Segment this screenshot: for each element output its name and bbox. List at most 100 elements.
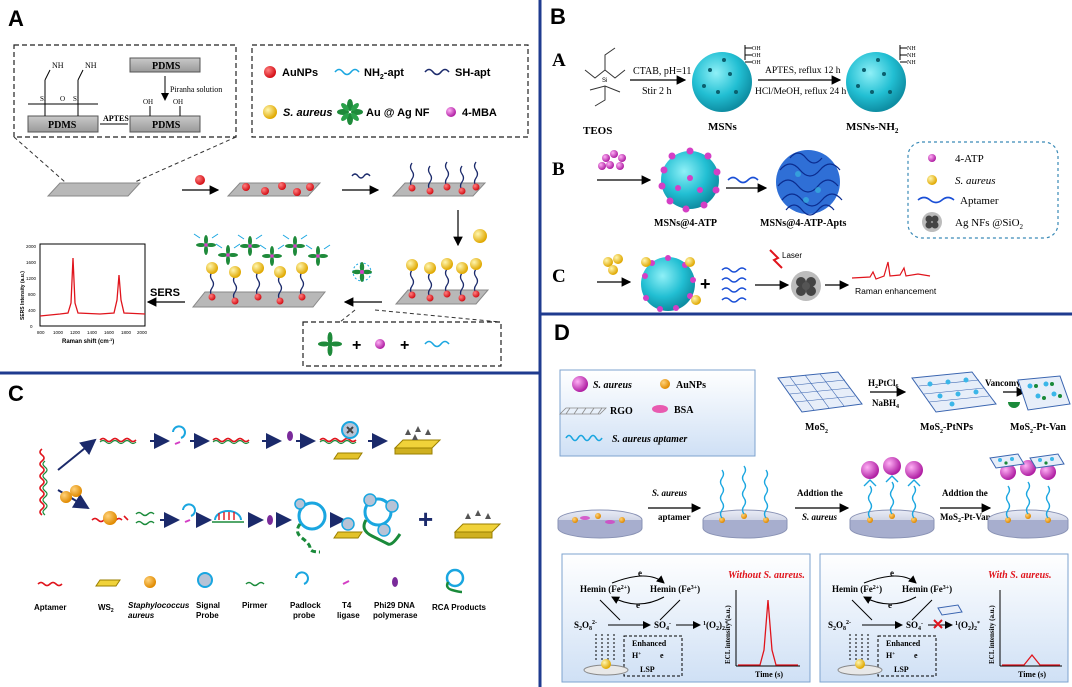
nf-mix-icon xyxy=(318,332,342,356)
s-aureus-cluster xyxy=(603,254,623,275)
cond2-bottom: HCl/MeOH, reflux 24 h xyxy=(755,86,847,97)
step1-bottom: aptamer xyxy=(658,512,691,522)
si-label-left: Si xyxy=(40,95,46,103)
row-c-letter: C xyxy=(552,266,566,287)
electrode-3 xyxy=(849,457,935,539)
s2o8-right: S2O82- xyxy=(828,620,851,632)
mos2-ptnps-label: MoS2-PtNPs xyxy=(920,422,973,435)
xtick-2000: 2000 xyxy=(137,330,148,335)
ytick-2000: 2000 xyxy=(26,244,37,249)
legend-b-ag: Ag NFs @SiO2 xyxy=(955,217,1024,231)
aptamer-c-legend-icon xyxy=(37,581,63,587)
legend-d-aptamer: S. aureus aptamer xyxy=(612,434,687,445)
vancomycin-icon xyxy=(1008,402,1020,408)
legend-c-t4-2: ligase xyxy=(337,611,360,620)
rca-circle xyxy=(294,498,327,554)
nh2-apt-mix-icon xyxy=(424,340,450,348)
electron-left-3: e xyxy=(660,651,664,660)
oh-3: OH xyxy=(752,60,761,66)
step-row-1 xyxy=(46,161,487,197)
oh-label-left: OH xyxy=(143,98,153,106)
legend-c-padlock-1: Padlock xyxy=(290,601,321,610)
apt-substrate xyxy=(391,182,487,197)
electron-right-2: e xyxy=(888,600,892,610)
ytick-400: 400 xyxy=(28,308,36,313)
legend-c-staph-2: aureus xyxy=(128,611,155,620)
xtick-1400: 1400 xyxy=(87,330,98,335)
legend-b-atp: 4-ATP xyxy=(955,153,984,165)
atp-legend-icon xyxy=(928,154,936,162)
reagent-mix-box xyxy=(302,321,502,367)
step2-bottom: S. aureus xyxy=(802,512,838,522)
xtick-1000: 1000 xyxy=(53,330,64,335)
ecl-curve-high xyxy=(738,599,798,666)
nh2-apt-legend-icon xyxy=(334,68,360,76)
blocked-x-icon xyxy=(933,619,943,629)
xtick-800: 800 xyxy=(37,330,45,335)
teos-structure xyxy=(584,47,626,107)
panel-d: D S. aureus AuNPs RGO BSA S. aureus apta… xyxy=(554,320,1071,683)
msns-sphere xyxy=(692,52,752,112)
electrode-2 xyxy=(702,465,788,539)
legend-aunps: AuNPs xyxy=(282,67,318,79)
legend-d-aunps: AuNPs xyxy=(676,380,706,391)
nf-probe-icon xyxy=(352,262,372,282)
so4-left: SO4- xyxy=(654,620,671,632)
rgo-legend-icon xyxy=(559,407,607,415)
mba-mix-icon xyxy=(375,339,385,349)
hemin-fe3-right: Hemin (Fe3+) xyxy=(902,584,952,594)
piranha-label: Piranha solution xyxy=(170,85,222,94)
legend-c-padlock-2: probe xyxy=(293,611,316,620)
xtick-1600: 1600 xyxy=(104,330,115,335)
msns-atp-sphere xyxy=(658,147,721,213)
plus-2: + xyxy=(400,337,409,354)
panel-a: A PDMS NH NH Si Si O APTES PDMS Piranha … xyxy=(8,6,529,367)
laser-bolt-icon xyxy=(769,249,783,269)
phi29-legend-icon xyxy=(392,577,398,587)
mos2-sheet xyxy=(777,371,863,413)
nabh4-label: NaBH4 xyxy=(872,398,899,410)
legend-c-primer: Pirmer xyxy=(242,601,267,610)
legend-c-phi-2: polymerase xyxy=(373,611,418,620)
xtick-1800: 1800 xyxy=(121,330,132,335)
row-a-letter: A xyxy=(552,50,566,71)
hplus-left: H+ xyxy=(632,651,641,660)
msns-atp-apts-sphere xyxy=(776,150,843,216)
ecl-box-without: Hemin (Fe2+) Hemin (Fe3+) e e S2O82- SO4… xyxy=(561,553,811,683)
legend-c-signal-2: Probe xyxy=(196,611,219,620)
ytick-0: 0 xyxy=(30,324,33,329)
pdms-slab-right xyxy=(129,115,201,133)
nh2-label-left: NH xyxy=(52,61,64,70)
pdms-slab-top xyxy=(129,57,201,73)
xtick-1200: 1200 xyxy=(70,330,81,335)
pdms-label-left: PDMS xyxy=(48,120,77,131)
panel-b: B A B C Si TEOS CTAB, pH=11 Stir 2 h MSN… xyxy=(550,4,1059,312)
aptes-label: APTES xyxy=(103,114,129,123)
vancomycin-label: Vancomycin xyxy=(985,378,1032,388)
signal-probe-legend-icon xyxy=(197,572,213,588)
ytick-1600: 1600 xyxy=(26,260,37,265)
sers-spectrum-plot: SERS Intensity (a.u.) Raman shift (cm-1)… xyxy=(20,243,148,345)
final-substrate xyxy=(191,233,331,308)
lsp-right: LSP xyxy=(894,665,909,674)
so4-right: SO4- xyxy=(906,620,923,632)
plus-c: + xyxy=(418,504,433,534)
laser-label: Laser xyxy=(782,251,802,260)
legend-d-bsa: BSA xyxy=(674,405,694,416)
ag-nf-cluster-icon xyxy=(791,271,821,301)
legend-b-s-aureus: S. aureus xyxy=(955,175,996,187)
s2o8-left: S2O82- xyxy=(574,620,597,632)
panel-c-letter: C xyxy=(8,381,24,406)
panel-b-letter: B xyxy=(550,4,566,29)
hplus-right: H+ xyxy=(886,651,895,660)
ag-nfs-legend-icon xyxy=(922,212,942,232)
legend-box-b xyxy=(907,141,1059,239)
mos2-pt-van-label: MoS2-Pt-Van xyxy=(1010,422,1066,435)
mos2-pt-van-sheet xyxy=(1017,375,1071,411)
legend-nh2-apt: NH2-apt xyxy=(364,67,404,81)
legend-au-ag-nf: Au @ Ag NF xyxy=(366,107,430,119)
staph-legend-icon xyxy=(144,576,156,588)
padlock-legend-icon xyxy=(295,571,309,585)
legend-c-signal-1: Signal xyxy=(196,601,220,610)
plus-1: + xyxy=(352,337,361,354)
